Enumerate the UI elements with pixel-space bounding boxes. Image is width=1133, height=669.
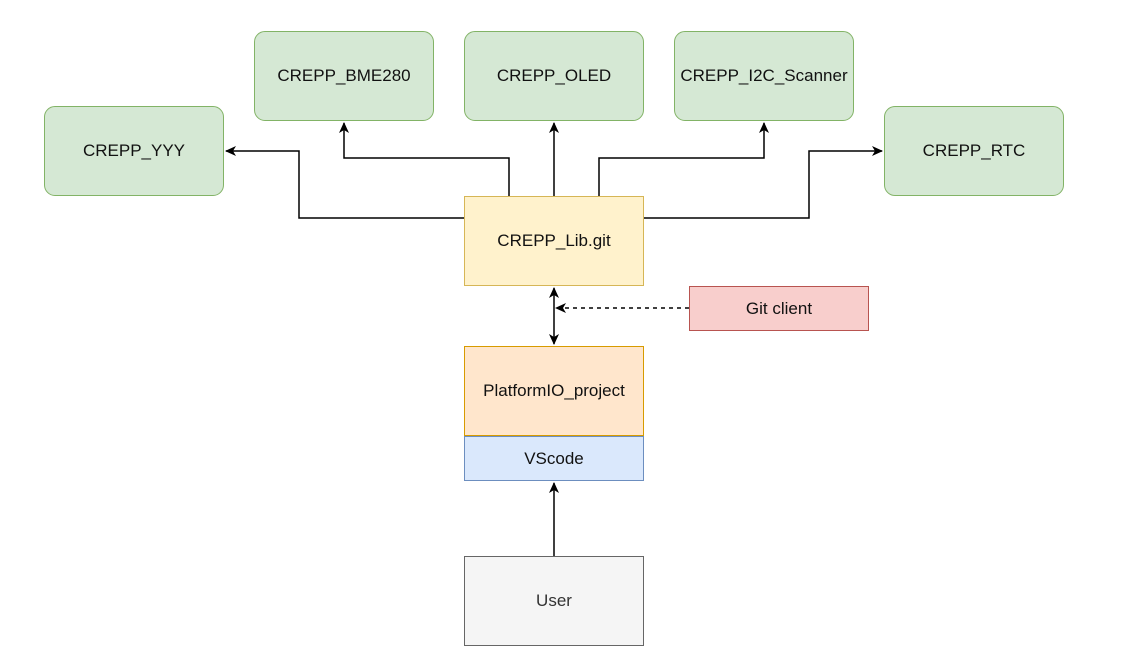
node-crepp-yyy[interactable]: CREPP_YYY xyxy=(44,106,224,196)
node-user[interactable]: User xyxy=(464,556,644,646)
edge-lib-to-bme280 xyxy=(339,122,510,196)
node-vscode[interactable]: VScode xyxy=(464,436,644,481)
edge-lib-to-yyy xyxy=(225,146,464,219)
edge-lib-to-i2c-scanner xyxy=(598,122,769,196)
node-crepp-oled[interactable]: CREPP_OLED xyxy=(464,31,644,121)
node-crepp-rtc[interactable]: CREPP_RTC xyxy=(884,106,1064,196)
node-crepp-lib-git[interactable]: CREPP_Lib.git xyxy=(464,196,644,286)
node-crepp-bme280[interactable]: CREPP_BME280 xyxy=(254,31,434,121)
node-crepp-i2c-scanner[interactable]: CREPP_I2C_Scanner xyxy=(674,31,854,121)
node-platformio-project[interactable]: PlatformIO_project xyxy=(464,346,644,436)
node-git-client[interactable]: Git client xyxy=(689,286,869,331)
edge-lib-to-rtc xyxy=(644,146,883,219)
